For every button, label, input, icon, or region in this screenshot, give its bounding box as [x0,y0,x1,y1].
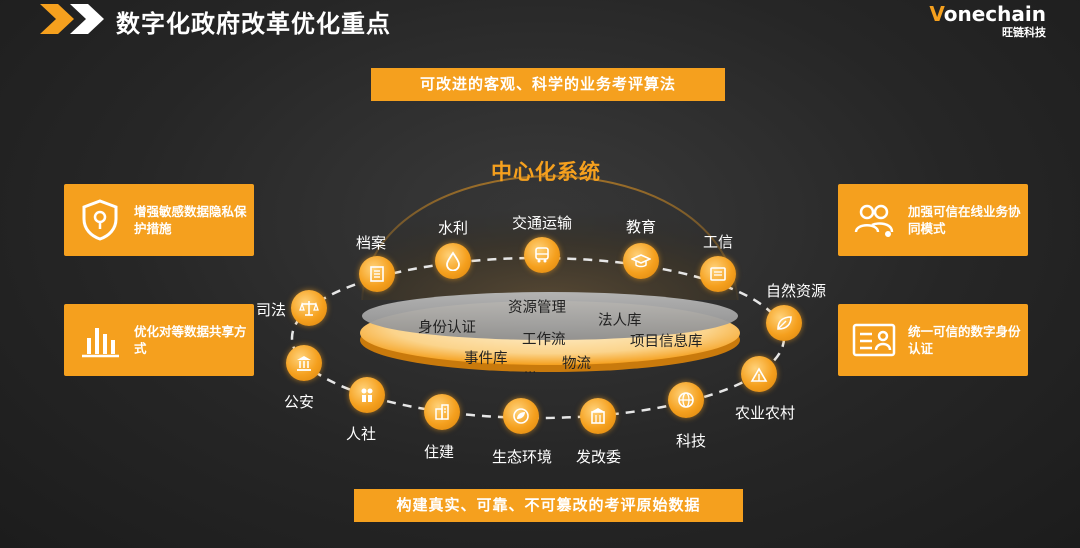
disc-label-ellipsis: ... [524,362,537,377]
disc-label-legal-person-db: 法人库 [598,313,642,329]
page-title: 数字化政府改革优化重点 [116,10,391,38]
id-card-icon [850,316,898,364]
side-box-data-sharing-text: 优化对等数据共享方式 [134,324,247,356]
side-box-privacy: 增强敏感数据隐私保护措施 [64,184,254,256]
node-label-agriculture: 农业农村 [735,404,796,422]
node-label-transport: 交通运输 [512,214,573,232]
people-icon [349,377,385,413]
disc-label-workflow: 工作流 [522,332,566,348]
shield-lock-icon [76,196,124,244]
brand-subtitle: 旺链科技 [1002,26,1046,39]
institution-icon [286,345,322,381]
disc-label-resource-mgmt: 资源管理 [508,300,566,316]
center-title: 中心化系统 [491,160,601,184]
bottom-banner: 构建真实、可靠、不可篡改的考评原始数据 [354,489,743,522]
disc-label-logistics: 物流 [562,356,591,372]
city-icon [424,394,460,430]
node-label-public-security: 公安 [284,393,315,411]
users-network-icon [850,196,898,244]
node-label-water: 水利 [438,219,469,237]
disc-label-event-db: 事件库 [464,351,508,367]
globe-icon [668,382,704,418]
news-icon [700,256,736,292]
bar-chart-icon [76,316,124,364]
bus-icon [524,237,560,273]
node-label-technology: 科技 [676,432,707,450]
graduation-cap-icon [623,243,659,279]
side-box-data-sharing: 优化对等数据共享方式 [64,304,254,376]
leaf-icon [766,305,802,341]
scales-icon [291,290,327,326]
dome-edge [361,175,739,301]
top-banner: 可改进的客观、科学的业务考评算法 [371,68,725,101]
disc-label-identity-auth: 身份认证 [418,320,476,336]
node-label-housing: 住建 [424,443,455,461]
side-box-identity-text: 统一可信的数字身份认证 [908,324,1021,356]
node-label-natural-resources: 自然资源 [766,282,827,300]
node-label-human-resources: 人社 [346,425,377,443]
disc-top [362,292,738,340]
node-label-education: 教育 [626,218,657,236]
building-icon [580,398,616,434]
node-label-industry-it: 工信 [703,233,734,251]
side-box-collaboration-text: 加强可信在线业务协同模式 [908,204,1021,236]
water-drop-icon [435,243,471,279]
node-label-development-reform: 发改委 [576,448,622,466]
brand-logo: Vonechain 旺链科技 [929,2,1046,39]
header-chevron-icon [40,4,104,34]
node-label-ecology: 生态环境 [492,448,553,466]
farm-icon [741,356,777,392]
node-label-justice: 司法 [256,301,287,319]
node-label-archives: 档案 [356,234,387,252]
side-box-identity: 统一可信的数字身份认证 [838,304,1028,376]
disc-label-project-info-db: 项目信息库 [630,334,703,350]
side-box-privacy-text: 增强敏感数据隐私保护措施 [134,204,247,236]
earth-leaf-icon [503,398,539,434]
document-icon [359,256,395,292]
side-box-collaboration: 加强可信在线业务协同模式 [838,184,1028,256]
